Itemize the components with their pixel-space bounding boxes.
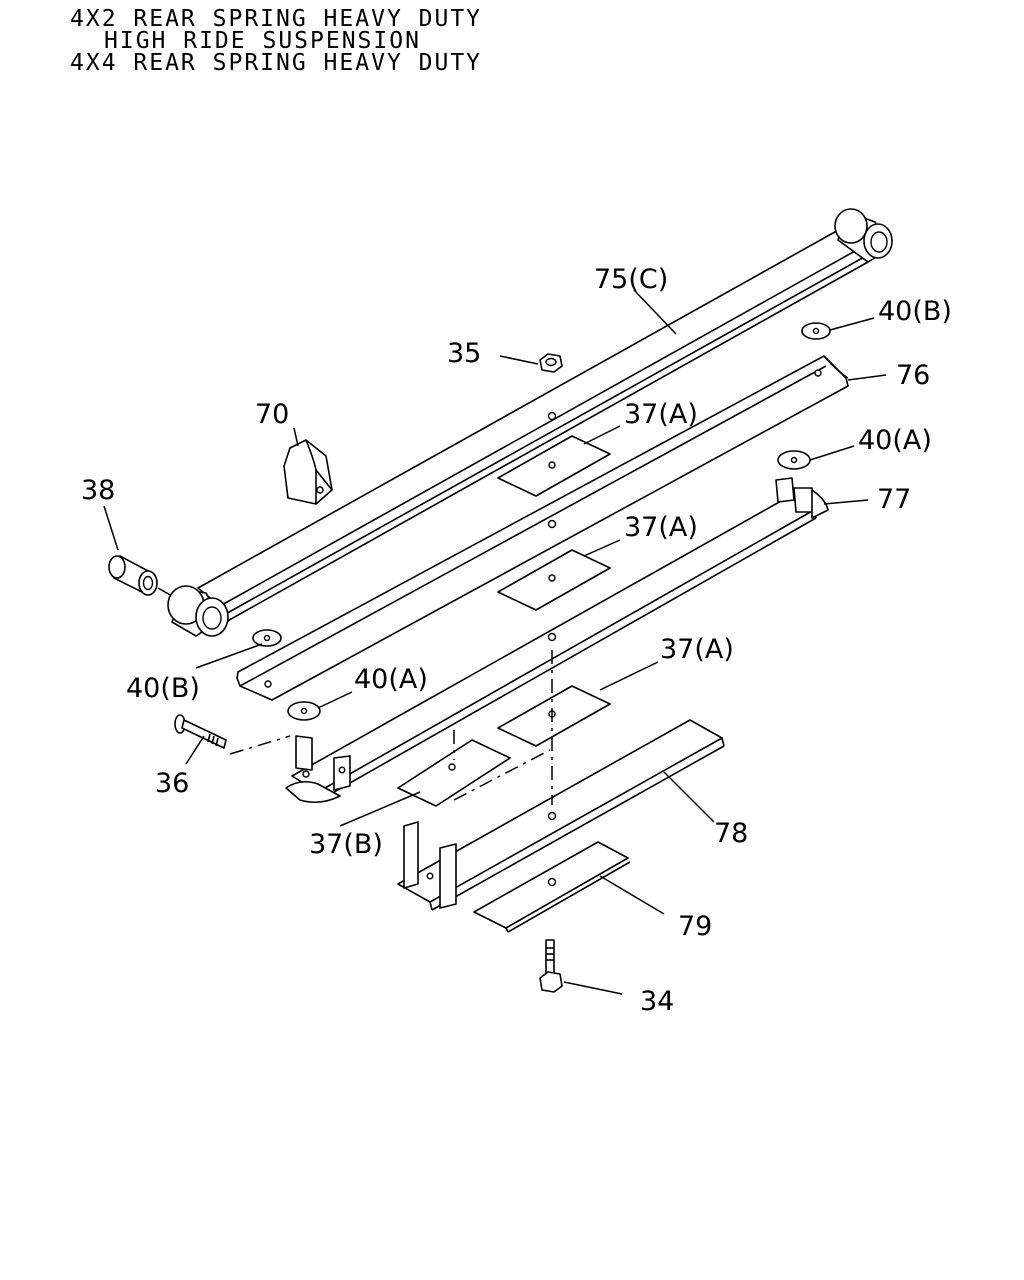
callout-75c: 75(C) [594,264,668,295]
callout-labels: 75(C) 40(B) 35 76 70 37(A) 40(A) 38 77 3… [81,264,952,1017]
centerlines [229,650,553,805]
liners-37 [397,435,611,807]
callout-70: 70 [255,399,289,430]
nut-35 [539,353,563,373]
bumper-70 [283,439,333,505]
callout-79: 79 [678,911,712,942]
center-bolt-34 [539,939,563,993]
callout-40a-right: 40(A) [858,425,932,456]
callout-40b-top: 40(B) [878,296,952,327]
leader-lines [103,289,887,995]
bolt-36 [174,714,227,749]
leaf-76 [236,355,849,701]
leaf-79 [473,841,631,933]
washers-40 [252,322,831,721]
callout-40b-left: 40(B) [126,673,200,704]
leaf-77 [285,477,829,804]
callout-37a-2: 37(A) [624,512,698,543]
callout-35: 35 [447,338,481,369]
callout-38: 38 [81,475,115,506]
callout-37b: 37(B) [309,829,383,860]
callout-76: 76 [896,360,930,391]
callout-37a-3: 37(A) [660,634,734,665]
bushing-38 [108,555,173,597]
callout-36: 36 [155,768,189,799]
callout-78: 78 [714,818,748,849]
title-line-2: HIGH RIDE SUSPENSION [104,28,421,54]
leaf-78 [397,719,725,911]
title-line-3: 4X4 REAR SPRING HEAVY DUTY [70,50,482,76]
callout-34: 34 [640,986,674,1017]
callout-40a-left: 40(A) [354,664,428,695]
main-leaf-75c [167,208,893,637]
title-line-1: 4X2 REAR SPRING HEAVY DUTY [70,6,482,32]
title-block: 4X2 REAR SPRING HEAVY DUTY HIGH RIDE SUS… [70,6,482,76]
callout-37a-1: 37(A) [624,399,698,430]
callout-77: 77 [877,484,911,515]
